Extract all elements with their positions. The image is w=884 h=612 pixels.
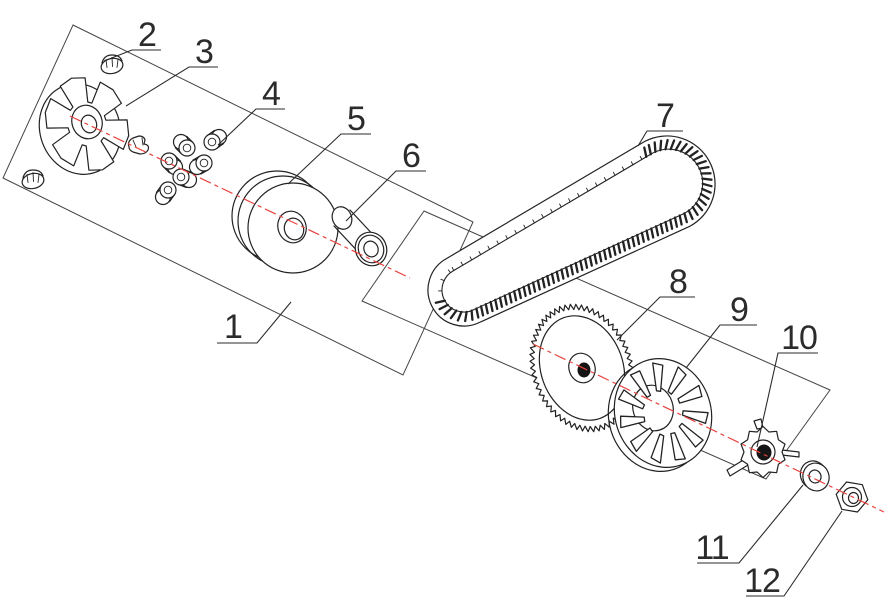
clutch-spider [726, 418, 800, 479]
roller-weight [154, 181, 177, 206]
belt-teeth [434, 138, 713, 323]
callout-3: 3 [125, 33, 218, 107]
centerline-upper [69, 115, 411, 279]
fin-slot [677, 384, 703, 404]
belt-outer-edge [427, 135, 716, 327]
flange-nut [100, 54, 124, 75]
callout-number-8: 8 [669, 263, 687, 301]
fin-slot [678, 422, 704, 448]
callout-number-11: 11 [695, 529, 728, 567]
callout-8: 8 [616, 263, 695, 341]
callout-number-6: 6 [402, 137, 420, 175]
pulley-face [247, 182, 339, 274]
callout-leader-12 [746, 510, 843, 597]
roller-weight [188, 154, 213, 176]
callout-number-2: 2 [138, 16, 156, 54]
retainer-clip [127, 135, 150, 155]
callout-number-9: 9 [730, 291, 748, 329]
callout-12: 12 [744, 510, 843, 600]
cooling-fin-slots [617, 362, 709, 464]
washer [799, 460, 830, 492]
callout-leader-2 [103, 49, 161, 62]
callout-4: 4 [217, 75, 285, 146]
assembly-panels [2, 24, 831, 480]
callout-leader-5 [287, 133, 371, 185]
roller-weights [154, 128, 228, 206]
v-belt [427, 135, 716, 327]
callout-leader-1 [217, 301, 292, 344]
callout-leader-9 [685, 324, 757, 369]
center-axes [69, 115, 884, 513]
fin-slot [630, 427, 654, 453]
panel-1-outline [2, 24, 474, 376]
belt-top-ribs [438, 155, 643, 292]
callout-leader-3 [125, 66, 218, 107]
drive-pulley-half [231, 170, 339, 274]
callout-1: 1 [217, 301, 292, 346]
callout-number-3: 3 [195, 33, 213, 71]
callout-11: 11 [695, 484, 804, 567]
gear-rim [538, 315, 626, 421]
fin-slot [650, 433, 665, 464]
variator-drive-face [38, 77, 130, 175]
panel-2-outline [361, 210, 831, 480]
fin-slot [617, 389, 646, 410]
callout-6: 6 [345, 137, 426, 222]
callout-7: 7 [637, 97, 683, 147]
fin-slot [619, 415, 646, 429]
roller-weight [172, 133, 196, 157]
callout-10: 10 [756, 319, 818, 448]
gear-bore [577, 362, 591, 378]
spider-bore [756, 444, 772, 461]
callout-9: 9 [685, 291, 757, 369]
callout-2: 2 [103, 16, 161, 62]
fin-slot [670, 432, 686, 461]
callout-leader-10 [756, 352, 818, 448]
fin-slot [681, 410, 709, 425]
fin-slot [652, 362, 664, 392]
flange-nut-2 [20, 169, 46, 192]
centerline-lower [532, 343, 884, 513]
callout-number-1: 1 [224, 308, 242, 346]
callout-leader-8 [616, 296, 695, 341]
callout-number-4: 4 [262, 75, 280, 113]
spacer-bushing [331, 206, 388, 267]
driven-face-fins [607, 358, 713, 472]
fin-slot [629, 370, 652, 398]
drive-face-bore [80, 114, 98, 134]
callout-leader-11 [697, 484, 804, 564]
callout-number-10: 10 [781, 319, 817, 357]
callout-number-5: 5 [347, 100, 365, 138]
callout-leader-4 [217, 108, 285, 146]
callout-5: 5 [287, 100, 371, 185]
callout-leader-7 [637, 130, 683, 147]
callout-number-7: 7 [656, 97, 674, 135]
callout-number-12: 12 [744, 562, 780, 600]
callout-leader-6 [345, 170, 426, 222]
fin-slot [667, 366, 687, 395]
